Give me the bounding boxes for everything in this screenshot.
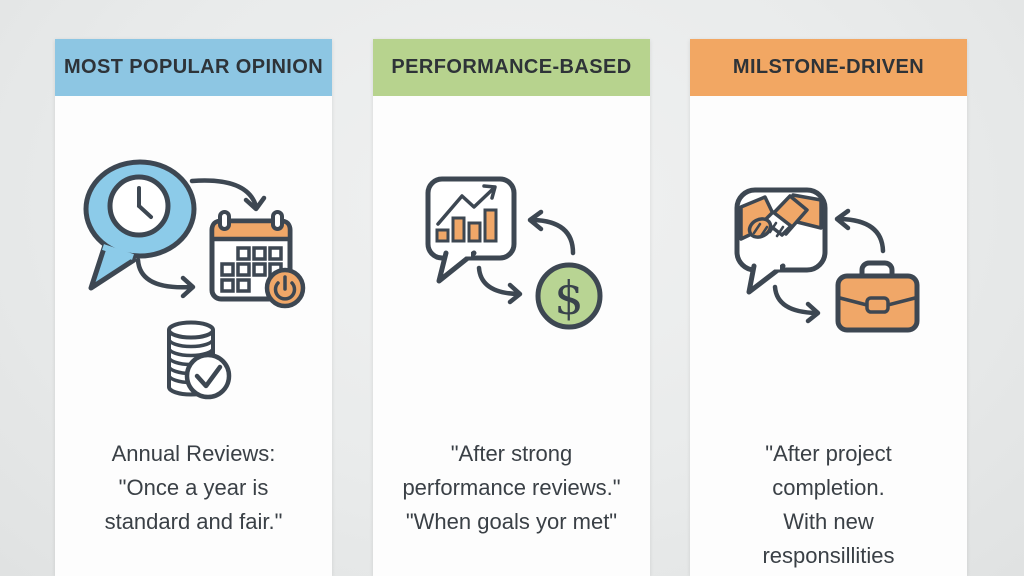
column-header-label: MOST POPULAR OPINION [63,56,324,78]
icon-cluster [690,39,967,576]
icon-cluster [55,39,332,576]
speech-bubble-clock-icon [83,159,197,291]
curved-arrow-left-icon [527,209,576,256]
power-badge-icon [264,267,306,309]
briefcase-icon [835,260,920,333]
curved-arrow-right-icon [189,178,267,212]
column-header: MILSTONE-DRIVEN [690,39,967,96]
column-body-text: Annual Reviews: "Once a year is standard… [104,441,283,534]
coins-check-icon [167,320,232,400]
column-body-text: "After strong performance reviews." "Whe… [402,441,621,534]
curved-arrow-left-icon [834,208,886,254]
column-most-popular-opinion: MOST POPULAR OPINION [55,39,332,576]
column-header-label: MILSTONE-DRIVEN [732,56,925,78]
dollar-glyph: $ [554,271,583,325]
column-header-label: PERFORMANCE-BASED [391,56,632,78]
column-header: MOST POPULAR OPINION [55,39,332,96]
dollar-coin-icon: $ [535,262,603,330]
curved-arrow-down-icon [476,265,523,305]
column-performance-based: PERFORMANCE-BASED [373,39,650,576]
column-body-text: "After project completion. With new resp… [762,441,895,568]
column-milestone-driven: MILSTONE-DRIVEN [690,39,967,576]
column-header: PERFORMANCE-BASED [373,39,650,96]
curved-arrow-down-icon [135,257,196,299]
icon-cluster: $ [373,39,650,576]
curved-arrow-down-icon [772,284,821,324]
speech-bubble-bar-chart-icon [425,176,517,284]
speech-bubble-handshake-icon [734,187,828,295]
